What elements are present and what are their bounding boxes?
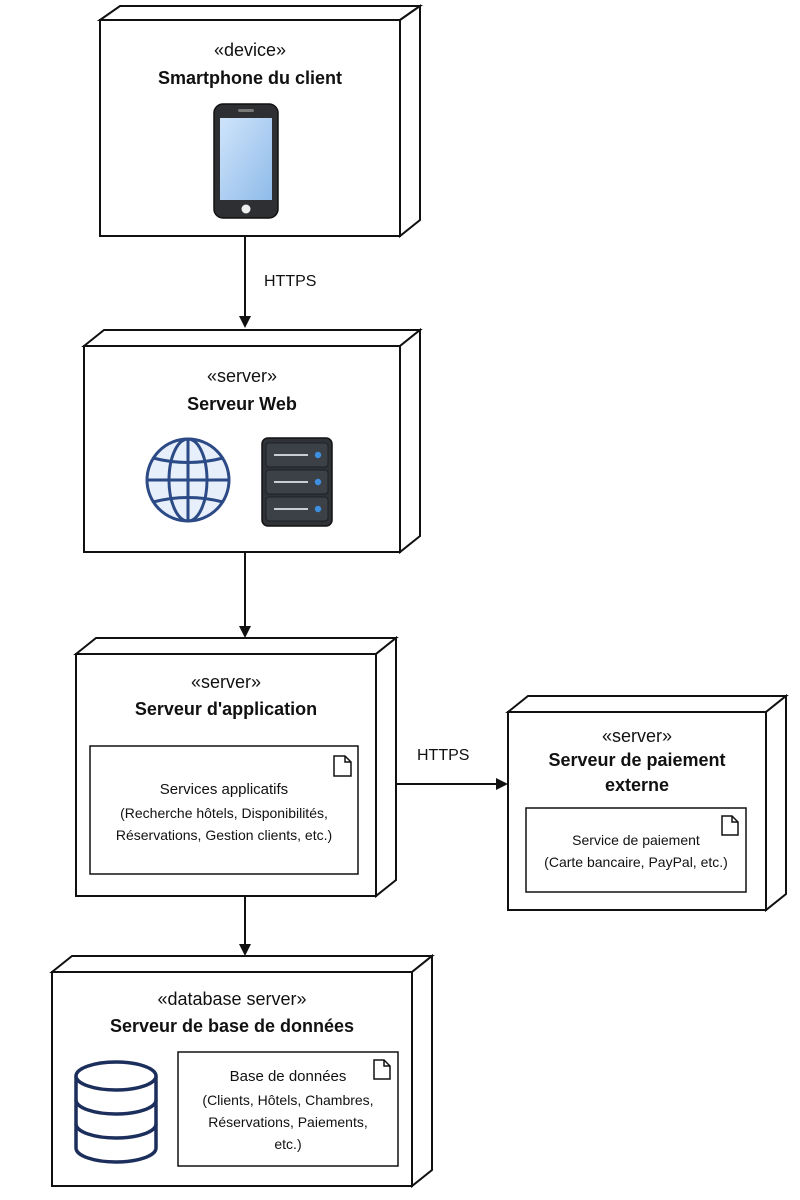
artifact-box-payment [525,807,747,893]
app-server-title: Serveur d'application [134,699,318,719]
database-icon [74,1060,158,1164]
payment-server-title-line1: Serveur de paiement [548,750,726,770]
artifact-database-detail-2: Réservations, Paiements, [208,1114,368,1130]
artifact-box-services [89,745,359,875]
artifact-services-name: Services applicatifs [159,781,289,798]
document-icon [373,1059,391,1080]
artifact-payment-name: Service de paiement [572,832,700,848]
artifact-database-name: Base de données [229,1068,347,1085]
db-server-stereotype: «database server» [157,989,307,1009]
server-rack-icon [261,437,333,527]
node-web-server [81,327,423,555]
artifact-services-detail-2: Réservations, Gestion clients, etc.) [115,827,333,843]
payment-server-title-line2: externe [604,775,670,795]
smartphone-stereotype: «device» [213,40,287,60]
web-server-title: Serveur Web [187,394,297,414]
smartphone-title: Smartphone du client [157,68,343,88]
connection-label-phone-web: HTTPS [264,273,317,290]
db-server-title: Serveur de base de données [109,1016,355,1036]
document-icon [721,815,739,836]
app-server-stereotype: «server» [190,672,262,692]
globe-icon [145,437,231,523]
artifact-services-detail-1: (Recherche hôtels, Disponibilités, [120,805,328,821]
artifact-payment-detail-1: (Carte bancaire, PayPal, etc.) [544,854,728,870]
connection-label-app-payment: HTTPS [417,747,470,764]
artifact-box-database [177,1051,399,1167]
web-server-stereotype: «server» [206,366,278,386]
document-icon [333,755,352,777]
artifact-database-detail-3: etc.) [274,1136,302,1152]
payment-server-stereotype: «server» [601,726,673,746]
smartphone-icon [213,103,279,219]
artifact-database-detail-1: (Clients, Hôtels, Chambres, [202,1092,374,1108]
